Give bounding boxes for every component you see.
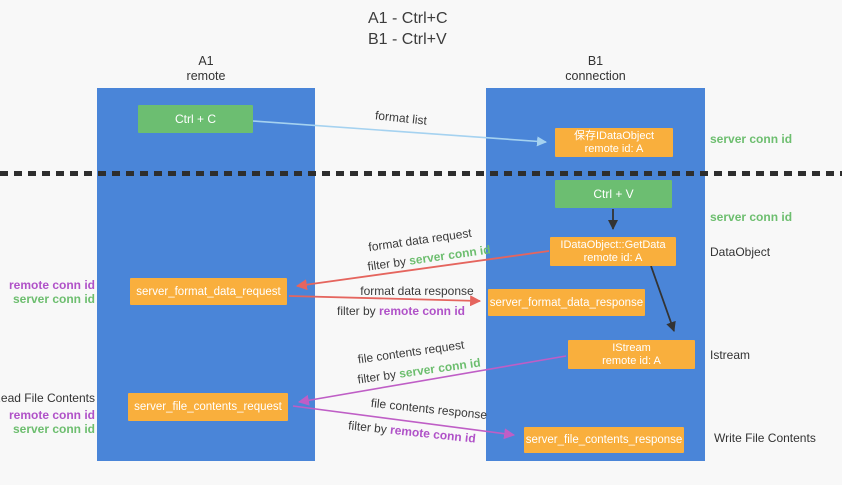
lane-b1-name: B1 [587,54,604,68]
node-idataobject-getdata: IDataObject::GetData remote id: A [550,237,676,266]
lane-header-a1: A1 remote [97,54,315,84]
node-ctrl-c: Ctrl + C [138,105,253,133]
node-istream-line2: remote id: A [602,354,661,367]
label-format-response-filter: filter by remote conn id [337,304,465,318]
label-file-contents-response: file contents response [370,395,488,423]
node-istream: IStream remote id: A [568,340,695,369]
diagram-title: A1 - Ctrl+C B1 - Ctrl+V [368,8,448,50]
left-label-remote-conn-id-bottom: remote conn id [8,408,95,422]
remote-conn-id-key: remote conn id [389,422,477,446]
left-label-read-file-contents: Read File Contents [0,391,95,405]
dotted-divider-line [0,171,842,176]
label-file-response-filter: filter by remote conn id [348,418,477,445]
server-conn-id-key: server conn id [398,355,482,381]
left-label-server-conn-id-bottom: server conn id [12,422,95,436]
node-ctrl-v: Ctrl + V [555,180,672,208]
title-line-1: A1 - Ctrl+C [368,10,448,27]
title-line-2: B1 - Ctrl+V [368,31,447,48]
right-label-dataobject: DataObject [710,245,771,259]
filter-by-text: filter by [366,253,411,274]
node-server-file-contents-request: server_file_contents_request [128,393,288,421]
node-getdata-line1: IDataObject::GetData [560,238,666,251]
node-server-format-data-response: server_format_data_response [488,289,645,316]
lane-header-b1: B1 connection [486,54,705,84]
node-file-request-label: server_file_contents_request [134,401,282,413]
node-format-request-label: server_format_data_request [136,285,281,298]
node-server-file-contents-response: server_file_contents_response [524,427,684,453]
label-format-list: format list [374,108,428,128]
lane-b1-subtitle: connection [565,69,626,83]
left-label-server-conn-id-top: server conn id [12,292,95,306]
right-label-write-file-contents: Write File Contents [714,431,816,445]
right-label-server-conn-id-mid: server conn id [710,210,793,224]
remote-conn-id-key: remote conn id [379,304,466,318]
filter-by-text: filter by [347,418,391,437]
node-ctrl-c-label: Ctrl + C [174,112,216,126]
lane-a1-subtitle: remote [186,69,226,83]
right-label-server-conn-id-top: server conn id [710,132,793,146]
right-label-istream: Istream [710,348,751,362]
node-save-idataobject: 保存IDataObject remote id: A [555,128,673,157]
lane-a1-name: A1 [198,54,214,68]
node-save-idataobject-line1: 保存IDataObject [573,129,655,142]
filter-by-text: filter by [336,304,379,318]
node-istream-line1: IStream [612,341,651,354]
left-label-remote-conn-id-top: remote conn id [8,278,95,292]
node-format-response-label: server_format_data_response [489,296,644,309]
node-getdata-line2: remote id: A [583,251,643,264]
node-ctrl-v-label: Ctrl + V [593,187,634,201]
node-file-response-label: server_file_contents_response [525,434,683,446]
node-server-format-data-request: server_format_data_request [130,278,287,305]
label-format-data-response: format data response [360,284,474,298]
node-save-idataobject-line2: remote id: A [584,142,644,155]
filter-by-text: filter by [356,366,401,387]
